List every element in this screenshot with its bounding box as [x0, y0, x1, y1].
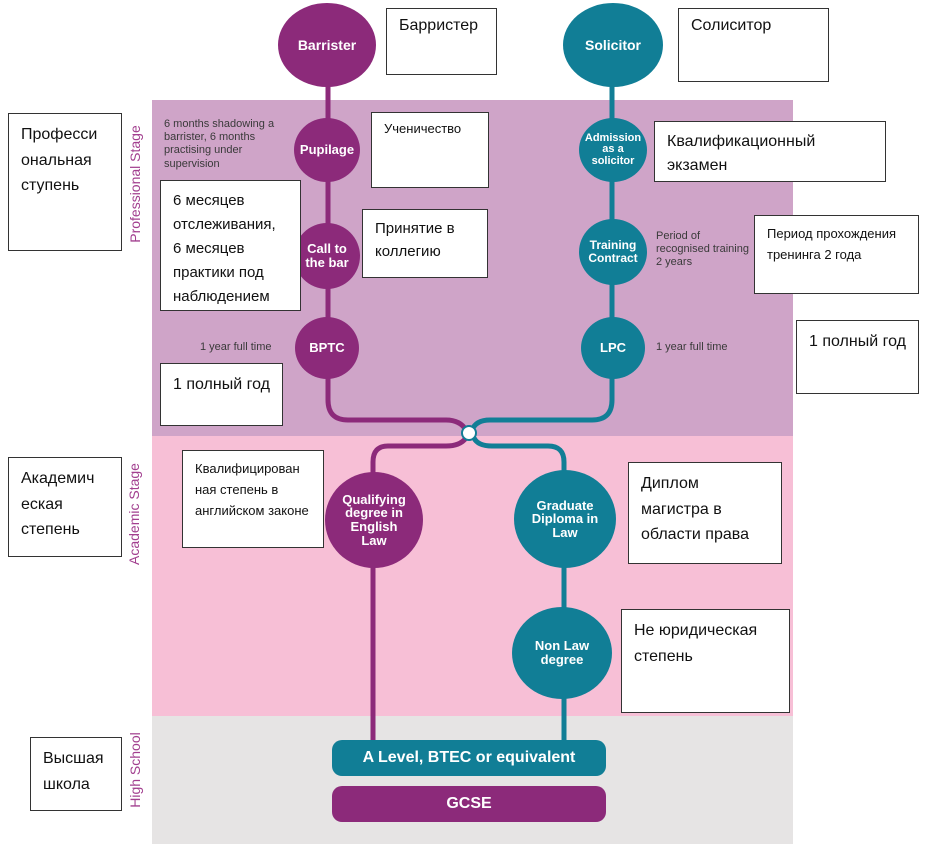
law-degree-path-line [370, 436, 468, 742]
solicitor-path-line [469, 45, 615, 432]
translation-pupilage-note: 6 месяцев отслеживания, 6 месяцев практи… [160, 180, 301, 311]
translation-professional-stage: Професси ональная ступень [8, 113, 122, 251]
training-note: Period of recognised training 2 years [656, 230, 749, 269]
pupilage-note: 6 months shadowing a barrister, 6 months… [164, 118, 275, 170]
non-law-degree-node: Non Law degree [512, 607, 612, 699]
gcse-pill: GCSE [332, 786, 606, 822]
training-contract-node: Training Contract [579, 219, 647, 285]
graduate-diploma-node: Graduate Diploma in Law [514, 470, 616, 568]
bptc-note: 1 year full time [200, 341, 272, 353]
admission-node: Admission as a solicitor [579, 118, 647, 182]
translation-bptc-note: 1 полный год [160, 363, 283, 426]
translation-call-to-bar: Принятие в коллегию [362, 209, 488, 278]
barrister-node: Barrister [278, 3, 376, 87]
pupilage-node: Pupilage [294, 118, 360, 182]
lpc-note: 1 year full time [656, 341, 728, 353]
translation-high-school: Высшая школа [30, 737, 122, 811]
a-level-pill: A Level, BTEC or equivalent [332, 740, 606, 776]
translation-barrister: Барристер [386, 8, 497, 75]
lpc-node: LPC [581, 317, 645, 379]
call-to-bar-node: Call to the bar [294, 223, 360, 289]
bptc-node: BPTC [295, 317, 359, 379]
translation-academic-stage: Академич еская степень [8, 457, 122, 557]
solicitor-node: Solicitor [563, 3, 663, 87]
translation-non-law-degree: Не юридическая степень [621, 609, 790, 713]
translation-lpc-note: 1 полный год [796, 320, 919, 394]
translation-pupilage: Ученичество [371, 112, 489, 188]
translation-admission: Квалификационный экзамен [654, 121, 886, 182]
non-law-path-line [471, 436, 567, 742]
translation-training-contract: Период прохождения тренинга 2 года [754, 215, 919, 294]
high-school-band [152, 716, 793, 844]
translation-graduate-diploma: Диплом магистра в области права [628, 462, 782, 564]
barrister-path-line [325, 45, 469, 432]
translation-qualifying-degree: Квалифицирован ная степень в английском … [182, 450, 324, 548]
translation-solicitor: Солиситор [678, 8, 829, 82]
qualifying-degree-node: Qualifying degree in English Law [325, 472, 423, 568]
junction-node [461, 425, 477, 441]
